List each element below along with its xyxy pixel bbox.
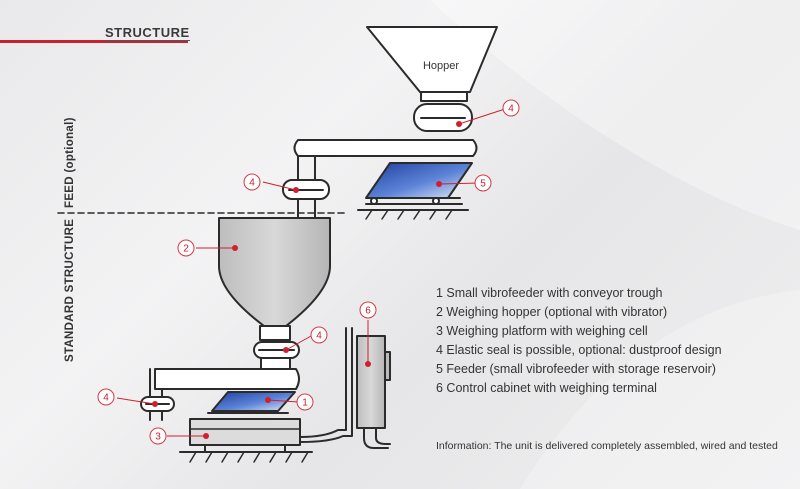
marker-main-feeder: 1 — [296, 393, 314, 411]
svg-text:3: 3 — [155, 432, 161, 443]
marker-platform: 3 — [149, 427, 167, 445]
top-feeder-trough — [365, 162, 473, 199]
legend-item: 3 Weighing platform with weighing cell — [436, 324, 648, 338]
marker-cabinet: 6 — [359, 301, 377, 319]
svg-text:4: 4 — [103, 393, 109, 404]
main-conveyor-trough — [154, 368, 300, 390]
legend-item: 5 Feeder (small vibrofeeder with storage… — [436, 362, 716, 376]
delivery-info-note: Information: The unit is delivered compl… — [436, 440, 778, 452]
hopper-neck — [420, 91, 468, 102]
svg-text:1: 1 — [302, 398, 308, 409]
hopper-label: Hopper — [423, 60, 459, 72]
component-legend: 1 Small vibrofeeder with conveyor trough… — [436, 284, 722, 398]
legend-item: 2 Weighing hopper (optional with vibrato… — [436, 305, 668, 319]
marker-top-seal: 4 — [502, 99, 520, 117]
weighing-hopper — [218, 217, 331, 327]
svg-text:4: 4 — [508, 104, 514, 115]
page-title: STRUCTURE — [105, 25, 190, 41]
svg-text:4: 4 — [316, 331, 322, 342]
legend-item: 1 Small vibrofeeder with conveyor trough — [436, 286, 663, 300]
hopper-funnel — [366, 26, 498, 93]
svg-text:5: 5 — [480, 179, 486, 190]
weighing-platform — [189, 418, 301, 446]
marker-left-seal: 4 — [97, 388, 115, 406]
top-conveyor-trough — [293, 139, 478, 157]
marker-lower-seal: 4 — [310, 326, 328, 344]
svg-text:6: 6 — [365, 306, 371, 317]
main-feeder-trough — [211, 391, 296, 412]
marker-top-feeder: 5 — [474, 174, 492, 192]
svg-text:2: 2 — [183, 244, 189, 255]
marker-weighing-hopper: 2 — [177, 239, 195, 257]
legend-item: 4 Elastic seal is possible, optional: du… — [436, 343, 722, 357]
svg-text:4: 4 — [249, 178, 255, 189]
control-cabinet — [356, 335, 386, 429]
legend-item: 6 Control cabinet with weighing terminal — [436, 381, 657, 395]
header-accent-line — [0, 40, 188, 43]
marker-mid-seal: 4 — [243, 173, 261, 191]
